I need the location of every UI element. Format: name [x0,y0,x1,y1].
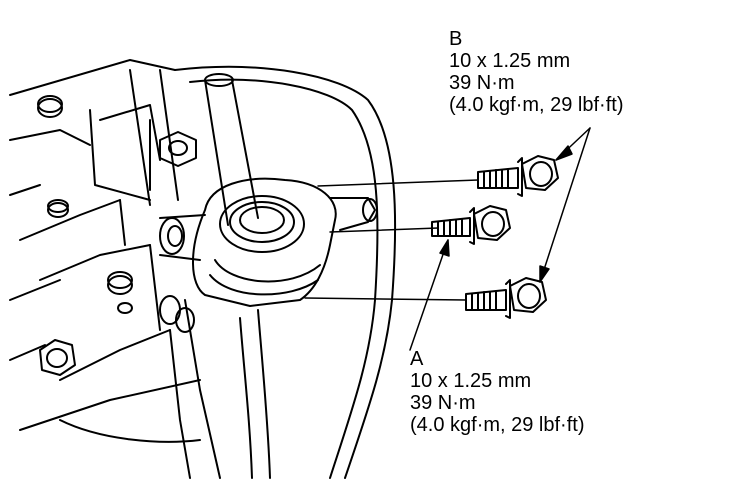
alignment-lines [304,179,479,301]
callout-b-torque-alt: (4.0 kgf·m, 29 lbf·ft) [449,94,624,116]
mount-shaft [129,69,259,226]
engine-bosses [37,95,195,333]
callout-b-letter: B [449,28,463,50]
callout-bolt-a: A 10 x 1.25 mm 39 N·m (4.0 kgf·m, 29 lbf… [410,348,585,436]
callout-a-letter: A [410,348,424,370]
callout-a-leader [409,239,450,351]
bolt-a-middle [431,205,511,245]
block-bolt-lower [39,339,76,376]
bolt-b-lower [465,277,547,319]
bolt-b-upper [477,155,559,197]
callout-bolt-b: B 10 x 1.25 mm 39 N·m (4.0 kgf·m, 29 lbf… [449,28,624,116]
mount-bracket [159,177,378,307]
callout-b-size: 10 x 1.25 mm [449,50,571,72]
engine-block [9,59,221,479]
callout-b-leaders [539,127,591,283]
outer-panel [174,65,397,479]
callout-a-torque-alt: (4.0 kgf·m, 29 lbf·ft) [410,414,585,436]
callout-a-torque: 39 N·m [410,392,476,414]
callout-a-size: 10 x 1.25 mm [410,370,532,392]
block-bolt-upper [159,131,197,167]
callout-b-torque: 39 N·m [449,72,515,94]
